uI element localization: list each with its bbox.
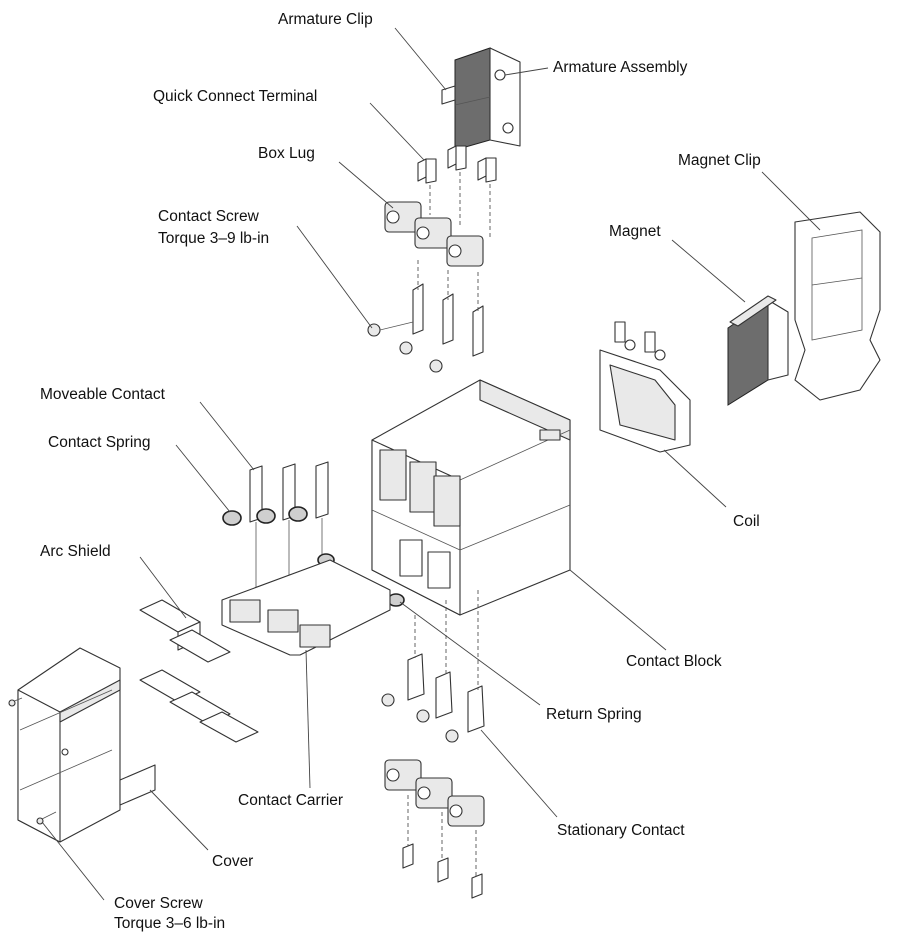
label-magnet-clip: Magnet Clip xyxy=(678,152,761,169)
magnet-clip-drawing xyxy=(794,211,881,401)
arc-shield-drawing xyxy=(139,599,259,743)
quick-connect-terminals-top xyxy=(417,145,497,240)
contact-screws-upper xyxy=(367,321,443,373)
label-stationary-contact: Stationary Contact xyxy=(557,822,685,839)
label-box-lug: Box Lug xyxy=(258,145,315,162)
quick-connect-terminals-lower xyxy=(402,795,483,899)
coil-drawing xyxy=(599,321,691,453)
moveable-contacts-drawing xyxy=(249,461,329,600)
label-magnet: Magnet xyxy=(609,223,661,240)
label-cover: Cover xyxy=(212,853,253,870)
label-coil: Coil xyxy=(733,513,760,530)
magnet-drawing xyxy=(727,295,789,406)
label-return-spring: Return Spring xyxy=(546,706,642,723)
box-lugs-top xyxy=(384,201,484,267)
box-lugs-lower xyxy=(384,759,485,827)
label-cover-screw-torque: Torque 3–6 lb-in xyxy=(114,915,225,932)
diagram-labels: Armature Clip Armature Assembly Quick Co… xyxy=(40,11,761,932)
cover-drawing xyxy=(17,647,156,843)
label-quick-connect-terminal: Quick Connect Terminal xyxy=(153,88,317,105)
contact-springs-drawing xyxy=(222,506,308,526)
label-armature-clip: Armature Clip xyxy=(278,11,373,28)
armature-assembly-drawing xyxy=(441,47,521,151)
label-contact-block: Contact Block xyxy=(626,653,722,670)
stationary-contacts-upper xyxy=(412,260,484,357)
label-contact-spring: Contact Spring xyxy=(48,434,151,451)
label-arc-shield: Arc Shield xyxy=(40,543,111,560)
leader-lines xyxy=(41,27,821,901)
label-armature-assembly: Armature Assembly xyxy=(553,59,688,76)
contact-carrier-drawing xyxy=(221,559,391,656)
label-contact-carrier: Contact Carrier xyxy=(238,792,343,809)
stationary-contacts-lower xyxy=(381,590,485,743)
label-contact-screw: Contact Screw xyxy=(158,208,260,225)
contact-block-drawing xyxy=(371,379,571,616)
cover-screws-drawing xyxy=(8,697,57,825)
label-moveable-contact: Moveable Contact xyxy=(40,386,166,403)
label-cover-screw: Cover Screw xyxy=(114,895,204,912)
label-contact-screw-torque: Torque 3–9 lb-in xyxy=(158,230,269,247)
